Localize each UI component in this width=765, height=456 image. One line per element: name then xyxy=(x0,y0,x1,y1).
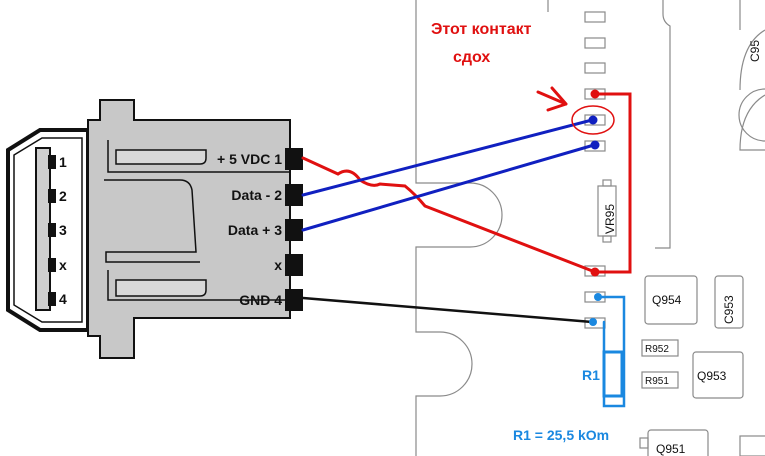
q953-label: Q953 xyxy=(697,369,727,383)
pin-x-label: x xyxy=(274,257,282,273)
red-wire xyxy=(301,156,597,274)
blue-dot-1 xyxy=(588,115,598,125)
annotation-line-1: Этот контакт xyxy=(431,21,532,38)
pin-gnd-label: GND 4 xyxy=(239,292,282,308)
vr95-label: VR95 xyxy=(603,204,617,234)
usb-plug: 1 2 3 x 4 xyxy=(6,128,90,332)
r952-label: R952 xyxy=(645,344,669,355)
plug-pin-x-label: x xyxy=(59,257,67,273)
r1-label: R1 xyxy=(582,367,600,383)
resistor-r1 xyxy=(602,350,624,398)
dead-contact-circle xyxy=(571,105,615,135)
pcb-board xyxy=(415,0,765,456)
q954-label: Q954 xyxy=(652,293,682,307)
plug-pin-4-label: 4 xyxy=(59,291,67,307)
annotation-line-2: сдох xyxy=(453,49,490,66)
r951-label: R951 xyxy=(645,376,669,387)
red-arrow-icon xyxy=(536,86,568,112)
pin-5vdc-label: + 5 VDC 1 xyxy=(217,151,282,167)
plug-pin-3-label: 3 xyxy=(59,222,67,238)
wires xyxy=(301,92,632,408)
red-dot-bottom xyxy=(590,267,600,277)
black-wire-gnd xyxy=(301,296,594,324)
blue-dot-2 xyxy=(590,140,600,150)
red-wire-return xyxy=(593,92,632,274)
c95-label: C95 xyxy=(748,40,762,62)
usb-connector: + 5 VDC 1 Data - 2 Data + 3 x GND 4 xyxy=(87,99,303,359)
plug-pin-2-label: 2 xyxy=(59,188,67,204)
blue-wire-data-minus xyxy=(301,118,594,197)
c953-label: C953 xyxy=(722,295,736,324)
plug-pin-1-label: 1 xyxy=(59,154,67,170)
r1-value: R1 = 25,5 kOm xyxy=(513,427,609,443)
q951-label: Q951 xyxy=(656,442,686,456)
red-dot-top xyxy=(590,89,600,99)
pin-data-minus-label: Data - 2 xyxy=(231,187,282,203)
cyan-dot-1 xyxy=(594,293,602,301)
blue-wire-data-plus xyxy=(301,143,596,232)
pin-data-plus-label: Data + 3 xyxy=(228,222,282,238)
cyan-dot-2 xyxy=(589,318,597,326)
